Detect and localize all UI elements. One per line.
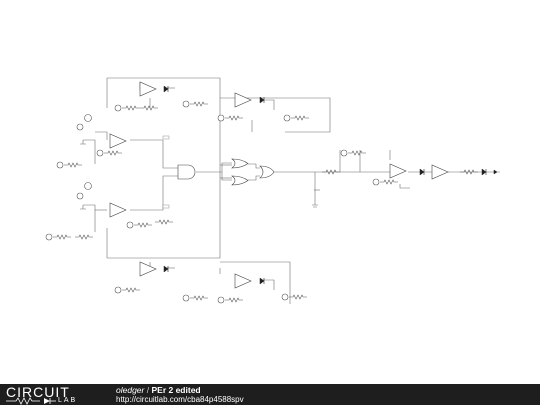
source-15[interactable] — [217, 296, 225, 304]
author-link[interactable]: oledger — [116, 385, 145, 395]
resistor-8 — [134, 222, 152, 228]
output-arrow — [493, 169, 498, 175]
source-12[interactable] — [45, 233, 53, 241]
component-labels — [162, 135, 170, 209]
diode-bottom-right[interactable] — [259, 277, 265, 285]
ground-3 — [80, 205, 86, 210]
or-gate-upper[interactable] — [231, 158, 249, 169]
resistor-13 — [190, 295, 208, 301]
resistor-7 — [64, 162, 82, 168]
circuit-title[interactable]: PEr 2 edited — [151, 385, 201, 395]
or-gate-final[interactable] — [259, 165, 275, 179]
label-tag-lower — [162, 204, 170, 209]
source-8[interactable] — [56, 161, 64, 169]
resistor-14 — [225, 297, 243, 303]
source-3[interactable] — [114, 104, 122, 112]
source-5[interactable] — [217, 114, 225, 122]
diode-bottom-left[interactable] — [163, 265, 169, 273]
logo-circuit-icon — [6, 397, 56, 405]
resistor-1 — [122, 105, 140, 111]
source-16[interactable] — [281, 293, 289, 301]
resistor-19 — [460, 169, 478, 175]
diode-right[interactable] — [419, 168, 425, 176]
diode-top-right[interactable] — [259, 96, 265, 104]
source-13[interactable] — [114, 286, 122, 294]
voltage-sources — [45, 100, 380, 304]
opamp-bottom-left[interactable] — [139, 261, 157, 277]
opamp-mid-lower[interactable] — [109, 202, 127, 218]
resistor-18 — [380, 179, 398, 185]
resistor-9 — [155, 219, 173, 225]
label-tag-upper — [162, 135, 170, 140]
diodes — [163, 85, 498, 285]
logo-lab-text: LAB — [58, 397, 78, 404]
opamp-right[interactable] — [389, 163, 407, 179]
source-10[interactable] — [76, 192, 84, 200]
title-separator: / — [146, 385, 150, 395]
resistor-5 — [291, 115, 309, 121]
and-gate[interactable] — [177, 164, 196, 180]
source-17[interactable] — [340, 149, 348, 157]
resistor-4 — [225, 115, 243, 121]
resistor-10 — [53, 234, 71, 240]
resistor-6 — [104, 150, 122, 156]
opamp-top-right[interactable] — [234, 92, 252, 108]
source-2[interactable] — [76, 123, 84, 131]
source-11[interactable] — [126, 221, 134, 229]
opamp-mid-upper[interactable] — [109, 133, 127, 149]
source-7[interactable] — [96, 149, 104, 157]
resistors — [53, 101, 478, 303]
resistor-12 — [122, 287, 140, 293]
logic-gates — [177, 158, 275, 186]
source-4[interactable] — [182, 100, 190, 108]
resistor-2 — [140, 105, 158, 111]
circuit-title-line: oledger / PEr 2 edited — [116, 385, 201, 395]
footer-bar: CIRCUIT LAB oledger / PEr 2 edited http:… — [0, 384, 540, 405]
buffer-right[interactable] — [431, 164, 449, 180]
resistor-17 — [348, 150, 366, 156]
ground-2 — [80, 140, 86, 145]
source-1[interactable] — [84, 114, 92, 122]
source-6[interactable] — [283, 114, 291, 122]
or-gate-lower[interactable] — [231, 175, 249, 186]
led-output[interactable] — [481, 168, 487, 176]
diode-top-left[interactable] — [163, 85, 169, 93]
opamp-top-left[interactable] — [139, 81, 157, 97]
circuit-url[interactable]: http://circuitlab.com/cba84p4588spv — [116, 395, 244, 404]
resistor-15 — [289, 294, 307, 300]
circuit-schematic[interactable] — [0, 0, 540, 384]
grounds — [80, 140, 320, 210]
ground-1 — [312, 200, 318, 208]
resistor-3 — [190, 101, 208, 107]
circuitlab-logo[interactable]: CIRCUIT — [6, 384, 70, 400]
source-14[interactable] — [182, 294, 190, 302]
resistor-16 — [322, 169, 340, 175]
resistor-11 — [75, 234, 93, 240]
op-amps — [109, 81, 449, 289]
opamp-bottom-right[interactable] — [234, 273, 252, 289]
source-9[interactable] — [84, 182, 92, 190]
source-18[interactable] — [372, 178, 380, 186]
